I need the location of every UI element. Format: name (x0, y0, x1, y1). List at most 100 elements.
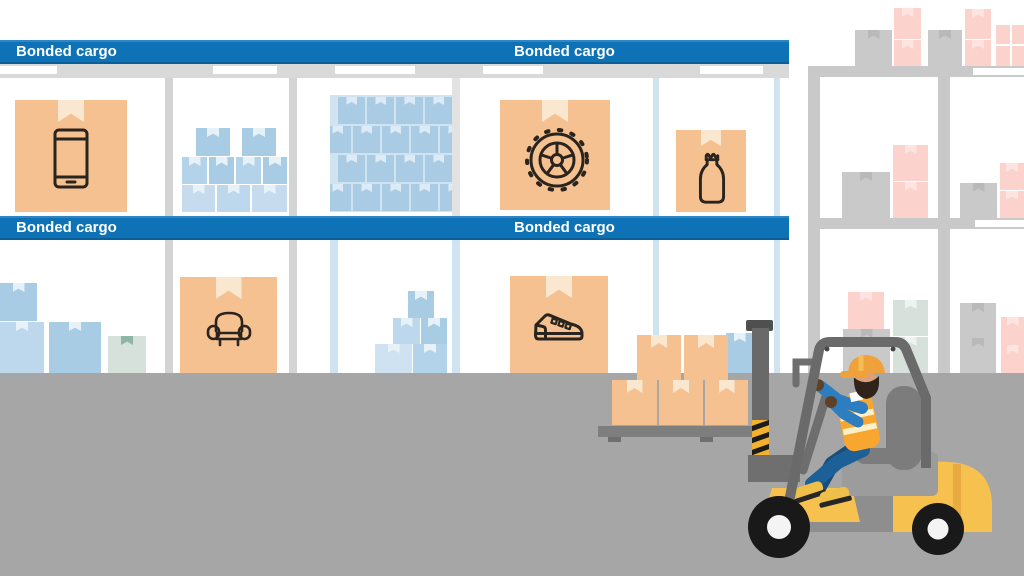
cargo-box-pink (996, 46, 1010, 66)
shelf-post (452, 78, 460, 216)
box-tape (387, 344, 400, 353)
shelf-post (808, 77, 820, 218)
box-tape (1006, 163, 1018, 172)
cargo-box-blue (242, 128, 276, 156)
cargo-box-gray (960, 338, 996, 373)
driver-shoe (793, 481, 826, 504)
box-tape (939, 30, 951, 39)
shelf-post (165, 240, 173, 373)
bottle-icon (698, 152, 726, 204)
box-tape (972, 338, 984, 347)
cargo-box-blue (421, 318, 447, 344)
pallet-carton (637, 335, 681, 380)
cargo-box-blue (0, 283, 37, 321)
box-tape (1006, 191, 1018, 200)
board-highlight (975, 220, 1024, 227)
bonded-cargo-sign: Bonded cargo (514, 43, 615, 60)
box-tape (904, 300, 917, 309)
driver-arm-lower (827, 397, 864, 428)
driver-arm-upper (814, 380, 868, 414)
box-tape (733, 333, 746, 342)
cargo-box-blue-mini (353, 126, 380, 153)
box-tape (404, 97, 415, 105)
tire-icon (525, 128, 589, 192)
bonded-shelf-top-bar: Bonded cargo Bonded cargo (0, 40, 789, 64)
box-tape (188, 157, 201, 166)
pallet-carton (659, 380, 703, 425)
carton-tape (626, 380, 643, 393)
box-tape (263, 185, 276, 194)
box-tape (1006, 345, 1019, 354)
overhead-guard (784, 337, 931, 503)
cargo-box-green (108, 336, 146, 373)
cargo-box-blue (217, 185, 250, 212)
box-tape (448, 126, 452, 134)
carton-bottle (676, 130, 746, 212)
box-tape (433, 97, 444, 105)
board-highlight (213, 66, 277, 74)
box-tape (400, 318, 413, 327)
pallet-carton (684, 335, 728, 380)
cargo-box-blue (263, 157, 287, 184)
cargo-box-pink (1001, 345, 1024, 373)
cargo-box-blue-mini (440, 126, 452, 153)
cargo-box-gray (855, 30, 892, 66)
cargo-box-gray (928, 30, 962, 66)
shelf-post (653, 240, 659, 373)
carton-tape (673, 380, 689, 393)
cargo-box-blue-mini (367, 155, 394, 182)
box-tape (972, 40, 984, 49)
cargo-box-blue (182, 157, 207, 184)
forklift-body-shade (953, 464, 961, 532)
carton-tape (542, 100, 568, 122)
cargo-box-blue (209, 157, 234, 184)
cargo-box-blue (236, 157, 261, 184)
cargo-box-pink (1000, 191, 1024, 218)
cargo-box-blue (0, 322, 44, 373)
box-tape (269, 157, 281, 166)
cargo-box-pink (965, 9, 991, 39)
pallet-carton (705, 380, 748, 425)
cargo-box-pink (894, 40, 921, 66)
cargo-box-pink (893, 145, 928, 181)
shelf-post (808, 229, 820, 373)
carton-tape (58, 100, 84, 122)
cargo-box-blue-mini (338, 97, 365, 124)
box-tape (69, 322, 81, 331)
board-highlight (700, 66, 763, 74)
carton-tape (215, 277, 242, 299)
board-highlight (0, 66, 57, 74)
bonded-shelf-mid-bar: Bonded cargo Bonded cargo (0, 216, 789, 240)
carton-armchair (180, 277, 277, 373)
carton-tape (546, 276, 572, 298)
cargo-box-blue-mini (330, 126, 351, 153)
cargo-box-blue (393, 318, 420, 344)
cargo-box-pink (848, 292, 884, 329)
box-tape (419, 126, 430, 134)
box-tape (972, 9, 984, 18)
cargo-box-blue (375, 344, 412, 373)
box-tape (904, 337, 917, 346)
box-tape (121, 336, 133, 345)
cargo-box-blue (49, 322, 101, 373)
shelf-board (808, 218, 1024, 229)
cargo-box-pink (894, 8, 921, 39)
cargo-box-blue (413, 344, 447, 373)
cargo-box-green (893, 300, 928, 336)
carton-tape (718, 380, 735, 393)
cargo-box-blue (252, 185, 287, 212)
cargo-box-pink (1001, 317, 1024, 345)
cargo-box-blue (408, 291, 434, 318)
control-levers (792, 358, 833, 475)
cargo-box-blue-mini (425, 97, 452, 124)
shelf-post (452, 240, 460, 373)
driver-beard (853, 376, 879, 399)
cargo-box-blue-mini (353, 184, 380, 211)
cargo-box-pink (1012, 46, 1024, 66)
shelf-post (289, 240, 297, 373)
cargo-box-blue-mini (382, 126, 409, 153)
shelf-post (774, 240, 780, 373)
box-tape (16, 322, 28, 331)
